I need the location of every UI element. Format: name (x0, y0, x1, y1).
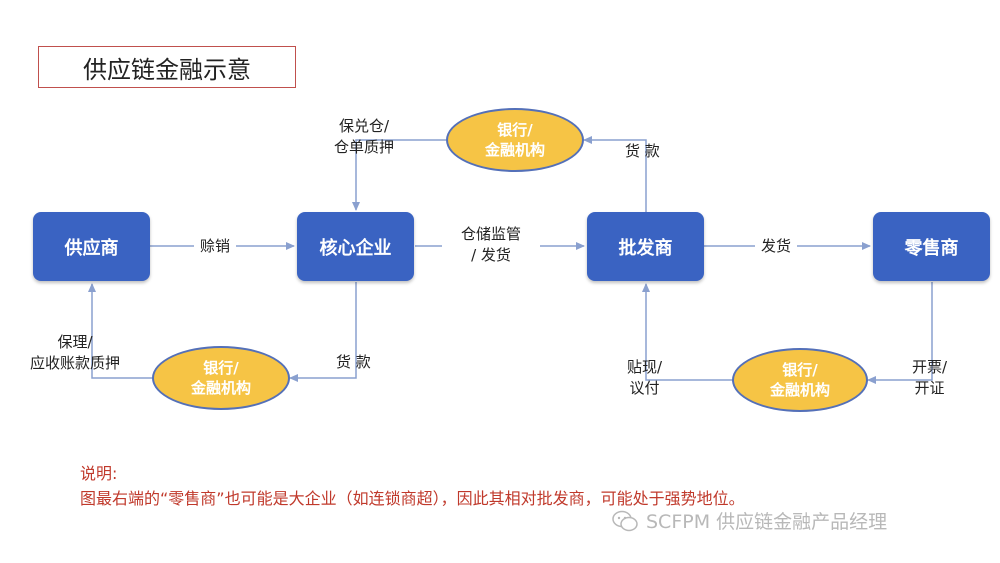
label-factoring-line2: 应收账款质押 (30, 354, 121, 372)
node-supplier: 供应商 (33, 212, 150, 281)
note-heading: 说明: (80, 464, 118, 483)
label-warehouse: 仓储监管 / 发货 (442, 224, 540, 266)
label-consignment: 赊销 (194, 236, 237, 257)
node-retailer-label: 零售商 (904, 237, 959, 259)
bank-top-line1: 银行/ (497, 121, 533, 139)
diagram-title: 供应链金融示意 (38, 46, 296, 88)
note-body: 图最右端的“零售商”也可能是大企业（如连锁商超），因此其相对批发商，可能处于强势… (80, 489, 745, 508)
bank-right-line2: 金融机构 (769, 381, 830, 399)
label-discount-line2: 议付 (629, 379, 660, 397)
node-wholesaler-label: 批发商 (618, 237, 673, 259)
label-discount-line1: 贴现/ (627, 358, 663, 376)
arrow-top-bank-to-core (352, 139, 446, 211)
label-pledge: 保兑仓/ 仓单质押 (334, 116, 394, 158)
label-factoring: 保理/ 应收账款质押 (30, 332, 120, 374)
label-ship: 发货 (755, 236, 798, 257)
label-invoice-line2: 开证 (914, 379, 945, 397)
bank-top: 银行/ 金融机构 (446, 108, 584, 172)
label-payment-left: 货 款 (336, 353, 371, 371)
watermark: SCFPM 供应链金融产品经理 (612, 507, 887, 534)
arrow-left-bank-to-supplier (88, 283, 152, 379)
bank-left-line2: 金融机构 (190, 379, 251, 397)
node-wholesaler: 批发商 (587, 212, 704, 281)
bank-right-line1: 银行/ (782, 361, 818, 379)
bank-left-line1: 银行/ (203, 359, 239, 377)
bank-left: 银行/ 金融机构 (152, 346, 290, 410)
label-pledge-line2: 仓单质押 (334, 138, 395, 156)
watermark-text: SCFPM 供应链金融产品经理 (646, 511, 888, 533)
label-invoice: 开票/ 开证 (912, 357, 947, 399)
bank-top-line2: 金融机构 (484, 141, 545, 159)
label-pledge-line1: 保兑仓/ (338, 117, 390, 135)
label-factoring-line1: 保理/ (57, 333, 93, 351)
arrow-right-bank-to-wholesaler (642, 283, 732, 381)
label-discount: 贴现/ 议付 (627, 357, 662, 399)
arrow-wholesaler-to-top-bank (583, 136, 647, 212)
node-core-label: 核心企业 (319, 237, 392, 259)
arrow-core-to-left-bank (289, 282, 357, 382)
label-payment-top: 货 款 (625, 142, 660, 160)
bank-right: 银行/ 金融机构 (732, 348, 868, 412)
node-core-enterprise: 核心企业 (297, 212, 414, 281)
label-warehouse-line1: 仓储监管 (460, 225, 521, 243)
label-warehouse-line2: / 发货 (471, 246, 511, 264)
node-retailer: 零售商 (873, 212, 990, 281)
node-supplier-label: 供应商 (64, 237, 119, 259)
label-invoice-line1: 开票/ (912, 358, 948, 376)
wechat-icon (612, 510, 638, 531)
diagram-title-text: 供应链金融示意 (83, 55, 251, 84)
arrow-retailer-to-right-bank (867, 282, 933, 384)
